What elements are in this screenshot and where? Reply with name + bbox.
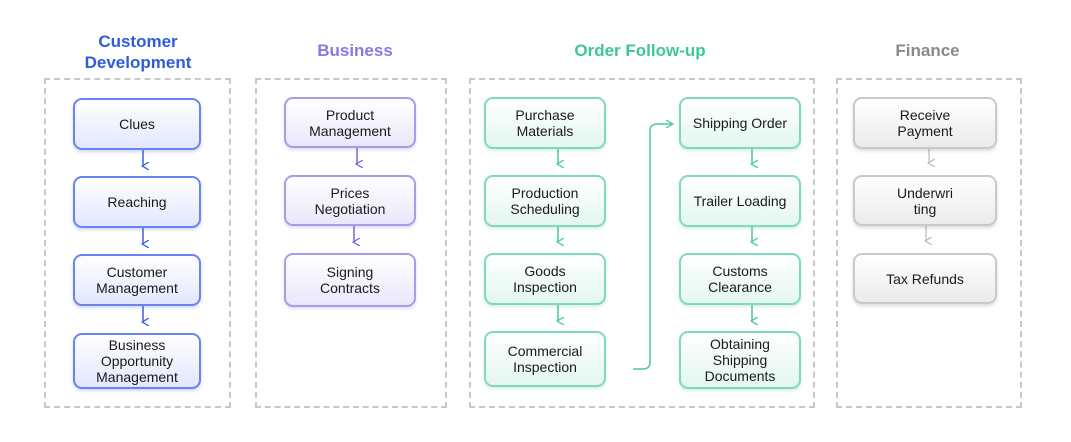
node-shipping-order: Shipping Order [679,97,801,149]
node-label: Reaching [107,194,167,210]
node-label: Trailer Loading [693,193,787,209]
node-label: Clues [119,116,155,132]
finance-title: Finance [895,41,960,60]
node-clues: Clues [73,98,201,150]
customer-title-line1: Customer [98,32,178,51]
business-panel [255,78,447,408]
node-tax-refunds: Tax Refunds [853,253,997,304]
node-trailer-loading: Trailer Loading [679,175,801,227]
node-label: Tax Refunds [886,270,964,287]
arrow-commercial-to-shipping-order [633,124,672,370]
node-reaching: Reaching [73,176,201,228]
customer-development-panel [44,78,231,408]
customer-title-line2: Development [84,53,192,72]
finance-panel [836,78,1022,408]
order-follow-up-title: Order Follow-up [574,41,706,60]
customer-development-title: Customer Development [58,31,218,73]
order-follow-up-panel [469,78,815,408]
node-label: Shipping Order [692,115,788,131]
business-title: Business [317,41,393,60]
